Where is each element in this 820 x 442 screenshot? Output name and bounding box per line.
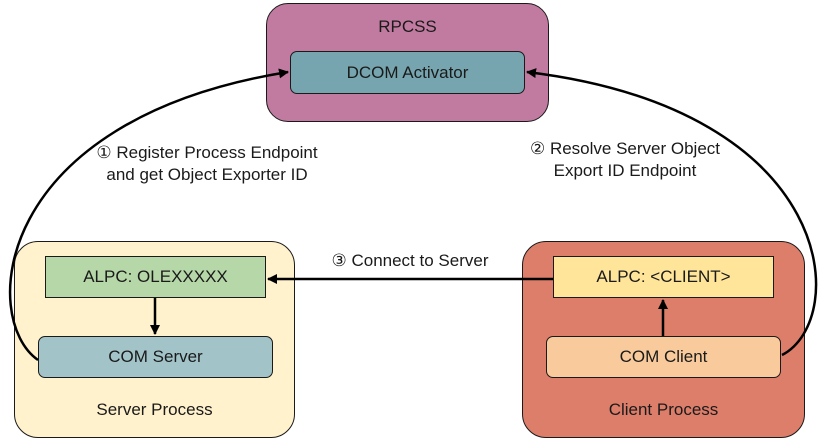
- dcom-activator-node: DCOM Activator: [290, 51, 525, 94]
- com-client-node: COM Client: [546, 336, 781, 378]
- client-process-title: Client Process: [608, 400, 719, 419]
- com-server-node: COM Server: [38, 336, 273, 378]
- alpc-server-node: ALPC: OLEXXXXX: [45, 256, 266, 298]
- step2-label-line1: ② Resolve Server Object: [529, 139, 721, 158]
- alpc-client-node: ALPC: <CLIENT>: [553, 256, 774, 298]
- step1-label-line2: and get Object Exporter ID: [106, 165, 308, 184]
- rpcss-title: RPCSS: [378, 17, 437, 36]
- step2-label-line2: Export ID Endpoint: [553, 161, 697, 180]
- server-process-title: Server Process: [96, 400, 213, 419]
- step1-label-line1: ① Register Process Endpoint: [96, 143, 318, 162]
- step3-label: ③ Connect to Server: [331, 251, 489, 270]
